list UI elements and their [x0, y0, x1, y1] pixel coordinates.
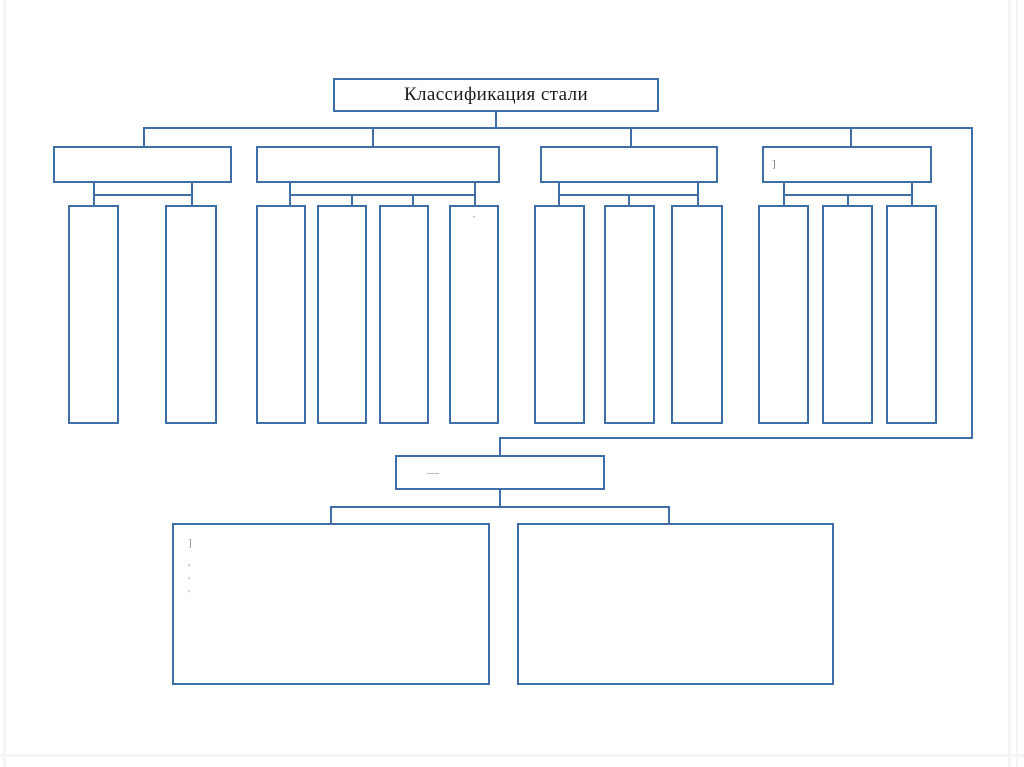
title-label: Классификация стали	[403, 84, 589, 106]
connector-summary-stem	[499, 490, 501, 506]
category-box-2[interactable]	[256, 146, 500, 183]
leaf-box-g1-1[interactable]	[68, 205, 119, 424]
slide-edge-bottom	[0, 754, 1024, 757]
connector-bus-drop-group-1	[143, 127, 145, 146]
summary-label: —	[427, 464, 439, 479]
connector-leaf-drop-g3-1	[558, 194, 560, 205]
connector-leaf-drop-g1-2	[191, 194, 193, 205]
connector-leaf-drop-g2-1	[289, 194, 291, 205]
leaf-box-g1-2[interactable]	[165, 205, 217, 424]
connector-leaf-drop-g1-1	[93, 194, 95, 205]
category-box-1[interactable]	[53, 146, 232, 183]
connector-return-bus	[499, 437, 973, 439]
leaf-box-g3-1[interactable]	[534, 205, 585, 424]
connector-leaf-drop-g3-2	[628, 194, 630, 205]
connector-bottom-bus	[330, 506, 670, 508]
bottom-label-left: ] ' ' '	[188, 537, 192, 600]
connector-subbus-riser-g3-a	[558, 183, 560, 194]
leaf-box-g3-2[interactable]	[604, 205, 655, 424]
connector-leaf-drop-g2-2	[351, 194, 353, 205]
slide-edge-left	[3, 0, 6, 767]
connector-subbus-group-2	[289, 194, 474, 196]
connector-subbus-group-3	[558, 194, 697, 196]
leaf-box-g4-1[interactable]	[758, 205, 809, 424]
connector-right-rail	[971, 127, 973, 439]
connector-leaf-drop-g4-1	[783, 194, 785, 205]
leaf-box-g3-3[interactable]	[671, 205, 723, 424]
connector-bus-drop-group-2	[372, 127, 374, 146]
connector-subbus-riser-g2-a	[289, 183, 291, 194]
connector-bottom-drop-right	[668, 506, 670, 523]
connector-leaf-drop-g4-2	[847, 194, 849, 205]
connector-leaf-drop-g2-4	[474, 194, 476, 205]
leaf-box-g4-2[interactable]	[822, 205, 873, 424]
connector-main-bus	[143, 127, 973, 129]
connector-subbus-riser-g3-b	[697, 183, 699, 194]
category-box-3[interactable]	[540, 146, 718, 183]
connector-bottom-drop-left	[330, 506, 332, 523]
leaf-box-g2-2[interactable]	[317, 205, 367, 424]
connector-subbus-riser-g2-b	[474, 183, 476, 194]
connector-bus-drop-group-4	[850, 127, 852, 146]
connector-leaf-drop-g2-3	[412, 194, 414, 205]
title-box[interactable]: Классификация стали	[333, 78, 659, 112]
slide-edge-right-secondary	[1016, 0, 1018, 767]
leaf-box-g2-1[interactable]	[256, 205, 306, 424]
connector-bus-drop-group-3	[630, 127, 632, 146]
connector-return-drop-summary	[499, 437, 501, 455]
connector-subbus-riser-g4-b	[911, 183, 913, 194]
connector-title-stem	[495, 112, 497, 127]
summary-box[interactable]: —	[395, 455, 605, 490]
connector-subbus-group-1	[93, 194, 191, 196]
connector-subbus-riser-g4-a	[783, 183, 785, 194]
leaf-box-g2-3[interactable]	[379, 205, 429, 424]
category-box-4[interactable]: ]	[762, 146, 932, 183]
connector-leaf-drop-g4-3	[911, 194, 913, 205]
bottom-box-right[interactable]	[517, 523, 834, 685]
leaf-label-g2-4: -	[472, 211, 476, 221]
connector-subbus-riser-g1-a	[93, 183, 95, 194]
slide-edge-right	[1008, 0, 1011, 767]
bottom-box-left[interactable]: ] ' ' '	[172, 523, 490, 685]
leaf-box-g4-3[interactable]	[886, 205, 937, 424]
connector-subbus-riser-g1-b	[191, 183, 193, 194]
connector-leaf-drop-g3-3	[697, 194, 699, 205]
category-label-4: ]	[772, 158, 776, 171]
leaf-box-g2-4[interactable]: -	[449, 205, 499, 424]
